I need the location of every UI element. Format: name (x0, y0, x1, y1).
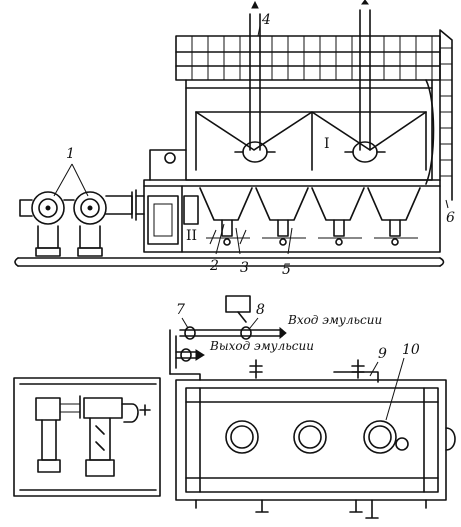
inlet-arrowhead (279, 326, 287, 340)
control-box (147, 195, 179, 245)
frame-mark (139, 404, 151, 416)
exhaust-pipes (234, 0, 386, 163)
side-elevation (14, 0, 453, 267)
outlet-arrowhead (195, 349, 205, 361)
drum-feet (195, 499, 427, 509)
left-frame (13, 377, 161, 497)
fan-left (19, 191, 65, 257)
valve-8 (240, 326, 252, 340)
manifold-valve (164, 152, 176, 164)
inlet-tank (225, 295, 251, 313)
drum-frame (175, 379, 447, 501)
inlet-piping (179, 295, 287, 340)
callout-9: 9 (378, 346, 387, 362)
callout-6: 6 (446, 210, 455, 226)
drum-end-rings (199, 387, 425, 493)
inspection-hatch (183, 195, 199, 225)
control-box-door (153, 203, 173, 237)
roof-grid (175, 35, 441, 89)
inlet-label: Вход эмульсии (287, 313, 382, 327)
callout-2: 2 (209, 258, 219, 274)
callout-10: 10 (402, 342, 420, 358)
rail-end-right (439, 257, 445, 267)
flow-labels: Вход эмульсии Выход эмульсии (209, 313, 382, 353)
plan-view (13, 295, 456, 519)
drain-1 (255, 499, 269, 513)
outlet-piping (169, 329, 205, 381)
duct-neck (135, 195, 145, 215)
zone-label-II: II (186, 228, 197, 244)
zone-label-I: I (324, 136, 330, 152)
fan-right (73, 191, 107, 257)
callout-4: 4 (261, 12, 271, 28)
upper-chamber (185, 87, 433, 181)
inlet-header (179, 329, 283, 337)
leader-lines (53, 25, 449, 421)
chamber-posts (195, 111, 427, 171)
drum-ports (225, 420, 409, 454)
duct-flange (131, 189, 137, 221)
drain-2 (349, 499, 363, 513)
top-fitting-9 (333, 371, 379, 383)
top-fitting-2 (351, 359, 365, 379)
pump-left (35, 395, 81, 473)
outlet-label: Выход эмульсии (209, 339, 314, 353)
zone-labels: I II (186, 136, 330, 244)
callout-labels: 1 2 3 4 5 6 7 8 9 10 (66, 12, 455, 362)
outlet-riser (169, 329, 177, 375)
drain-3 (365, 499, 379, 519)
valve-7 (184, 326, 196, 340)
outlet-bend (169, 373, 201, 381)
callout-7: 7 (176, 302, 185, 318)
callout-8: 8 (256, 302, 265, 318)
pump-right (83, 397, 139, 477)
drum-hinge (445, 427, 456, 451)
ladder-frame (425, 29, 453, 201)
drum-bands (185, 401, 439, 479)
outlet-valve (180, 348, 192, 362)
left-frame-inner (19, 383, 157, 491)
callout-5: 5 (282, 262, 291, 278)
side-manifold (149, 149, 187, 181)
hopper-row (199, 187, 421, 246)
chamber-funnels (195, 111, 427, 151)
callout-1: 1 (66, 146, 75, 162)
top-fitting-1 (249, 359, 263, 379)
drum-body (185, 387, 439, 493)
rail-end-left (14, 257, 19, 267)
outlet-branch (175, 351, 197, 359)
inlet-drop (237, 311, 247, 323)
callout-3: 3 (240, 260, 249, 276)
